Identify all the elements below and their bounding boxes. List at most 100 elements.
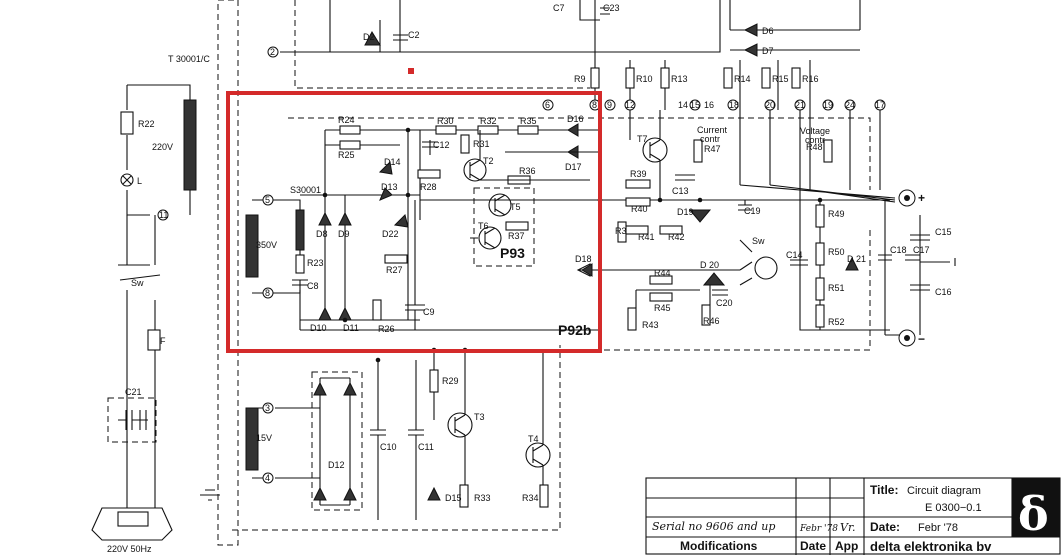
- r23-resistor: [295, 254, 305, 274]
- svg-text:D19: D19: [677, 207, 694, 217]
- svg-text:12: 12: [625, 100, 635, 110]
- d6-diode-icon: [743, 23, 758, 37]
- svg-text:R35: R35: [520, 116, 537, 126]
- r26-resistor: [372, 299, 382, 321]
- svg-text:R26: R26: [378, 324, 395, 334]
- c21-frame: [107, 397, 157, 443]
- delta-logo-icon: δ: [1018, 487, 1049, 541]
- r15-resistor: [761, 67, 771, 89]
- svg-text:C14: C14: [786, 250, 803, 260]
- svg-text:contr: contr: [805, 135, 825, 145]
- svg-text:220V: 220V: [152, 142, 173, 152]
- svg-text:contr: contr: [700, 134, 720, 144]
- svg-text:220V 50Hz: 220V 50Hz: [107, 544, 152, 554]
- d22-diode-icon: [393, 214, 409, 228]
- svg-text:D 21: D 21: [847, 254, 866, 264]
- component-labels: T 30001/C 220V R22 L Sw F C21 220V 50Hz …: [107, 3, 952, 554]
- svg-text:R49: R49: [828, 209, 845, 219]
- r33-resistor: [459, 484, 469, 508]
- c8-capacitor-icon: [292, 279, 308, 286]
- svg-text:Current: Current: [697, 125, 728, 135]
- svg-text:R50: R50: [828, 247, 845, 257]
- svg-text:−: −: [918, 332, 925, 346]
- svg-text:R29: R29: [442, 376, 459, 386]
- svg-text:R34: R34: [522, 493, 539, 503]
- svg-text:15V: 15V: [256, 433, 272, 443]
- svg-text:D18: D18: [575, 254, 592, 264]
- r22-resistor: [120, 111, 134, 135]
- revision-serial: Serial no 9606 and up: [652, 520, 775, 533]
- svg-text:3: 3: [265, 403, 270, 413]
- svg-text:R52: R52: [828, 317, 845, 327]
- svg-text:D16: D16: [567, 114, 584, 124]
- svg-text:R40: R40: [631, 204, 648, 214]
- svg-text:D22: D22: [382, 229, 399, 239]
- d20-diode-icon: [702, 272, 726, 286]
- svg-text:P92b: P92b: [558, 322, 591, 338]
- r37-resistor: [505, 221, 529, 231]
- t4-transistor-icon: [525, 442, 551, 468]
- svg-text:R36: R36: [519, 166, 536, 176]
- svg-text:R9: R9: [574, 74, 586, 84]
- r39-resistor: [625, 179, 651, 189]
- svg-text:350V: 350V: [256, 240, 277, 250]
- svg-text:R51: R51: [828, 283, 845, 293]
- c10-capacitor-icon: [370, 360, 386, 520]
- d8-d9-legs: [324, 195, 346, 320]
- svg-text:18: 18: [729, 100, 739, 110]
- c21-capacitor-icon: [118, 410, 148, 430]
- d12-bridge-frame: [311, 371, 363, 511]
- svg-text:R13: R13: [671, 74, 688, 84]
- svg-text:C23: C23: [603, 3, 620, 13]
- drawing-number: E 0300−0.1: [925, 502, 982, 514]
- svg-text:4: 4: [265, 473, 270, 483]
- svg-text:C15: C15: [935, 227, 952, 237]
- svg-text:R14: R14: [734, 74, 751, 84]
- svg-text:C7: C7: [553, 3, 565, 13]
- c14-capacitor-icon: [790, 259, 808, 266]
- svg-text:R27: R27: [386, 265, 403, 275]
- title-block: Title: Circuit diagram E 0300−0.1 Date: …: [645, 477, 1061, 555]
- svg-text:R43: R43: [642, 320, 659, 330]
- ground-rail-p92: [299, 320, 600, 331]
- svg-text:Sw: Sw: [752, 236, 765, 246]
- c20-capacitor-icon: [712, 289, 728, 296]
- s30001-core: [295, 209, 305, 251]
- svg-text:5: 5: [265, 195, 270, 205]
- svg-text:R22: R22: [138, 119, 155, 129]
- terminal-markers: [157, 46, 886, 484]
- svg-text:11: 11: [159, 210, 168, 220]
- svg-text:P93: P93: [500, 245, 525, 261]
- d9-diode-icon: [338, 211, 352, 226]
- svg-text:T7: T7: [637, 134, 648, 144]
- d15-diode-icon: [427, 486, 441, 501]
- r51-resistor: [815, 277, 825, 301]
- svg-text:R45: R45: [654, 303, 671, 313]
- svg-text:2: 2: [270, 47, 275, 57]
- svg-text:R23: R23: [307, 258, 324, 268]
- svg-text:S30001: S30001: [290, 185, 321, 195]
- d21-diode-icon: [845, 256, 859, 271]
- primary-winding: [183, 99, 197, 191]
- svg-text:Sw: Sw: [131, 278, 144, 288]
- r40-resistor: [625, 197, 651, 207]
- c17-capacitor-icon: [905, 254, 920, 261]
- top-dashed-frame: [294, 0, 590, 89]
- col-app: App: [835, 539, 858, 553]
- svg-text:D6: D6: [762, 26, 774, 36]
- svg-text:R24: R24: [338, 115, 355, 125]
- d12-diode-c-icon: [313, 486, 327, 501]
- mains-primary-wires: [126, 84, 191, 216]
- svg-text:D14: D14: [384, 157, 401, 167]
- c19-capacitor-icon: [738, 200, 752, 211]
- svg-text:T6: T6: [478, 221, 489, 231]
- svg-text:R25: R25: [338, 150, 355, 160]
- board-p92-frame: [288, 117, 871, 351]
- svg-text:T2: T2: [483, 156, 494, 166]
- svg-text:T 30001/C: T 30001/C: [168, 54, 210, 64]
- svg-text:C12: C12: [433, 140, 450, 150]
- svg-text:14: 14: [678, 100, 688, 110]
- positive-rail: [420, 199, 890, 239]
- c2-capacitor-icon: [393, 34, 408, 41]
- r14-resistor: [723, 67, 733, 89]
